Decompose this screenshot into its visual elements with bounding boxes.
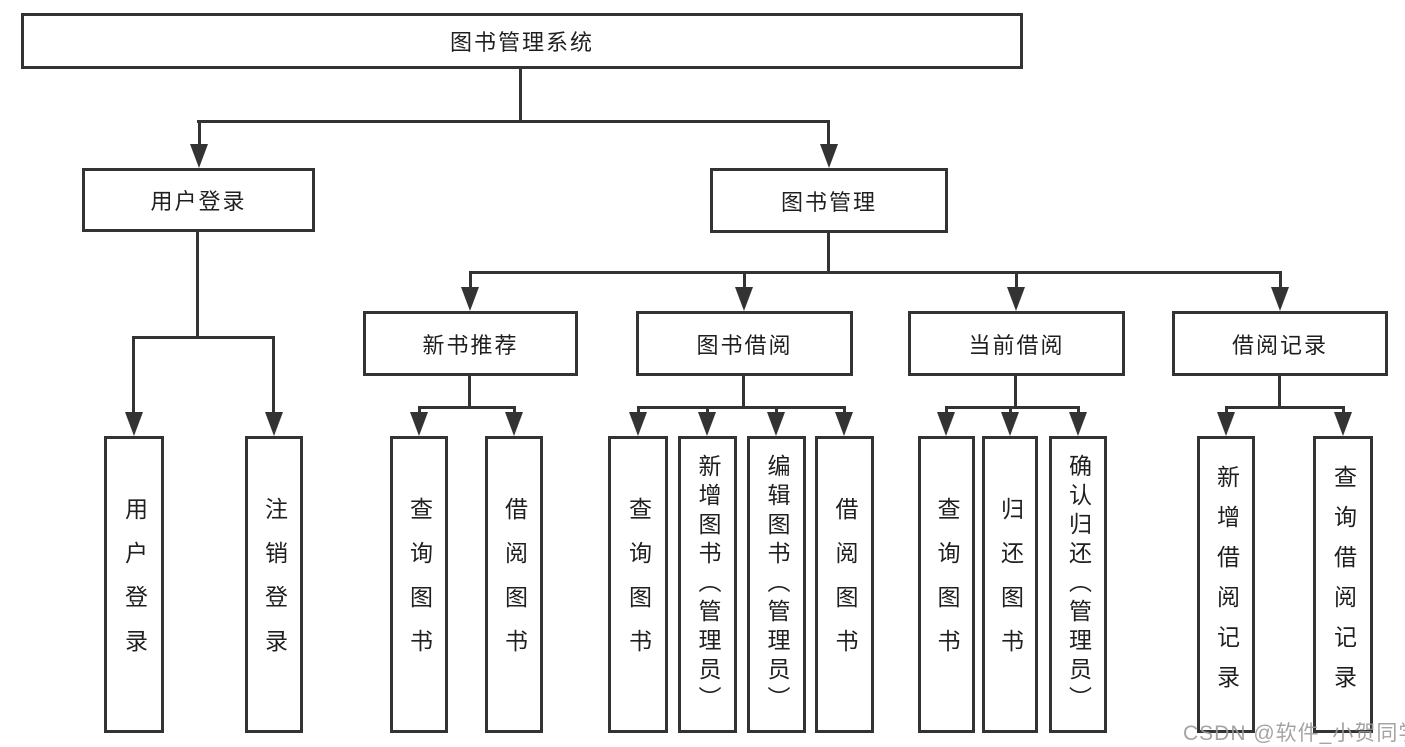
connector-book-borrow-rail	[637, 406, 846, 409]
arrowhead-g3c	[767, 412, 785, 436]
leaf-query-books-borrow: 查询图书	[608, 436, 668, 733]
arrowhead-g4c	[1069, 412, 1087, 436]
arrowhead-new-rec	[461, 287, 479, 311]
connector-drop-g3b	[706, 406, 709, 416]
leaf-add-borrow-record: 新增借阅记录	[1197, 436, 1255, 733]
arrowhead-leaf-logout	[265, 412, 283, 436]
arrowhead-g4b	[1001, 412, 1019, 436]
connector-book-borrow-stem	[742, 376, 745, 408]
csdn-watermark: CSDN @软件_小贺同学	[1183, 722, 1405, 745]
connector-records-rail	[1225, 406, 1345, 409]
leaf-add-books-admin-label: 新增图书（管理员）	[695, 454, 721, 715]
connector-drop-g4a	[945, 406, 948, 416]
connector-drop-book-mgmt	[827, 120, 830, 146]
connector-drop-g3c	[775, 406, 778, 416]
connector-drop-user-login	[198, 120, 201, 146]
node-book-borrow: 图书借阅	[636, 311, 853, 376]
node-user-login: 用户登录	[82, 168, 315, 232]
leaf-confirm-return-admin: 确认归还（管理员）	[1049, 436, 1107, 733]
leaf-return-books: 归还图书	[982, 436, 1038, 733]
connector-drop-g4b	[1009, 406, 1012, 416]
leaf-query-books-current: 查询图书	[918, 436, 975, 733]
connector-new-rec-stem	[468, 376, 471, 408]
connector-records-stem	[1278, 376, 1281, 408]
connector-drop-borrow-records	[1279, 271, 1282, 289]
arrowhead-book-borrow	[735, 287, 753, 311]
connector-drop-leaf-user-login	[132, 336, 135, 414]
leaf-query-borrow-record-label: 查询借阅记录	[1330, 464, 1357, 705]
connector-current-stem	[1014, 376, 1017, 408]
arrowhead-g2b	[505, 412, 523, 436]
connector-current-rail	[945, 406, 1080, 409]
connector-drop-g4c	[1077, 406, 1080, 416]
node-borrow-records: 借阅记录	[1172, 311, 1388, 376]
arrowhead-g3a	[629, 412, 647, 436]
connector-root-rail	[197, 120, 830, 123]
leaf-borrow-books-label: 借阅图书	[832, 496, 858, 673]
arrowhead-leaf-user-login	[125, 412, 143, 436]
connector-drop-g2b	[513, 406, 516, 416]
leaf-query-books-rec: 查询图书	[390, 436, 448, 733]
leaf-query-books-current-label: 查询图书	[934, 496, 960, 673]
connector-drop-g3a	[637, 406, 640, 416]
arrowhead-user-login	[190, 144, 208, 168]
arrowhead-borrow-records	[1271, 287, 1289, 311]
connector-drop-g5b	[1342, 406, 1345, 416]
leaf-logout: 注销登录	[245, 436, 303, 733]
connector-user-login-stem	[196, 232, 199, 339]
node-new-book-rec: 新书推荐	[363, 311, 578, 376]
leaf-add-books-admin: 新增图书（管理员）	[678, 436, 737, 733]
arrowhead-g3d	[835, 412, 853, 436]
arrowhead-current-borrow	[1007, 287, 1025, 311]
leaf-borrow-books-rec-label: 借阅图书	[501, 496, 528, 673]
connector-drop-current-borrow	[1015, 271, 1018, 289]
connector-root-stem	[519, 69, 522, 122]
connector-drop-leaf-logout	[272, 336, 275, 414]
leaf-edit-books-admin: 编辑图书（管理员）	[747, 436, 806, 733]
node-current-borrow: 当前借阅	[908, 311, 1125, 376]
node-book-mgmt: 图书管理	[710, 168, 948, 233]
arrowhead-g2a	[410, 412, 428, 436]
leaf-return-books-label: 归还图书	[997, 496, 1024, 673]
connector-drop-g2a	[418, 406, 421, 416]
leaf-confirm-return-admin-label: 确认归还（管理员）	[1065, 454, 1092, 715]
leaf-user-login-label: 用户登录	[121, 496, 148, 673]
connector-drop-new-rec	[469, 271, 472, 289]
arrowhead-g5a	[1217, 412, 1235, 436]
leaf-edit-books-admin-label: 编辑图书（管理员）	[764, 454, 790, 715]
leaf-borrow-books-rec: 借阅图书	[485, 436, 543, 733]
arrowhead-book-mgmt	[820, 144, 838, 168]
connector-drop-book-borrow	[743, 271, 746, 289]
leaf-user-login: 用户登录	[104, 436, 164, 733]
leaf-logout-label: 注销登录	[261, 496, 288, 673]
connector-drop-g3d	[843, 406, 846, 416]
connector-drop-g5a	[1225, 406, 1228, 416]
connector-user-login-rail	[133, 336, 275, 339]
leaf-borrow-books: 借阅图书	[815, 436, 874, 733]
connector-book-mgmt-rail	[469, 271, 1281, 274]
leaf-query-borrow-record: 查询借阅记录	[1313, 436, 1373, 733]
leaf-query-books-rec-label: 查询图书	[406, 496, 433, 673]
connector-new-rec-rail	[418, 406, 516, 409]
arrowhead-g4a	[937, 412, 955, 436]
connector-book-mgmt-stem	[827, 233, 830, 273]
leaf-add-borrow-record-label: 新增借阅记录	[1213, 464, 1240, 705]
node-root: 图书管理系统	[21, 13, 1023, 69]
arrowhead-g3b	[698, 412, 716, 436]
leaf-query-books-borrow-label: 查询图书	[625, 496, 652, 673]
arrowhead-g5b	[1334, 412, 1352, 436]
